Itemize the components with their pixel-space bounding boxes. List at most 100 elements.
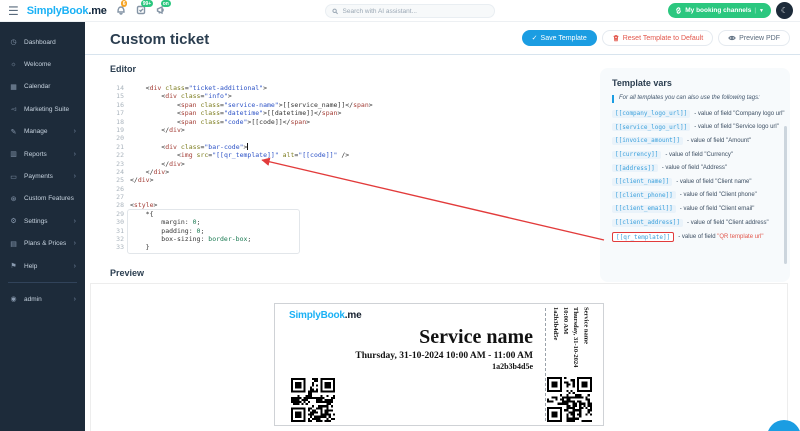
template-var-tag[interactable]: [[client_name]] (612, 177, 673, 186)
template-var-tag[interactable]: [[address]] (612, 164, 658, 173)
sidebar-item-admin[interactable]: ◉admin› (10, 295, 76, 304)
ticket-perforation-line (545, 308, 546, 421)
template-var-tag[interactable]: [[client_address]] (612, 218, 684, 227)
notifications-bell-icon[interactable]: 6 (116, 0, 128, 16)
code-line[interactable]: 24 </div> (110, 168, 590, 176)
reset-template-button[interactable]: Reset Template to Default (601, 30, 714, 46)
code-line[interactable]: 32 box-sizing: border-box; (110, 235, 590, 243)
template-var-tag[interactable]: [[company_logo_url]] (612, 109, 691, 118)
line-number: 30 (116, 218, 124, 227)
sidebar-item-custom-features[interactable]: ⊛Custom Features (10, 195, 74, 203)
code-line[interactable]: 20 (110, 134, 590, 142)
chevron-right-icon: › (73, 128, 76, 136)
template-var-row: [[client_address]]- value of field "Clie… (612, 218, 778, 227)
tasks-icon[interactable]: 99+ (136, 0, 154, 16)
code-line[interactable]: 15 <div class="info"> (110, 92, 590, 100)
search-icon (332, 8, 338, 14)
line-number: 21 (116, 142, 124, 151)
code-line[interactable]: 19 </div> (110, 126, 590, 134)
page-title: Custom ticket (110, 31, 210, 48)
theme-toggle-button[interactable]: ☾ (776, 2, 793, 19)
line-number: 22 (116, 151, 124, 160)
sidebar-item-payments[interactable]: ▭Payments› (10, 173, 76, 181)
chat-widget-button[interactable] (767, 420, 800, 431)
code-line[interactable]: 33 } (110, 243, 590, 251)
line-number: 17 (116, 109, 124, 118)
announcements-megaphone-icon[interactable]: on (156, 0, 171, 16)
template-vars-panel: Template vars For all templates you can … (600, 68, 790, 282)
template-var-row: [[client_name]]- value of field "Client … (612, 177, 778, 186)
line-number: 27 (116, 193, 124, 202)
sidebar-item-help[interactable]: ⚑Help› (10, 262, 76, 271)
code-line[interactable]: 30 margin: 0; (110, 218, 590, 226)
template-var-row: [[invoice_amount]]- value of field "Amou… (612, 136, 778, 145)
code-line[interactable]: 17 <span class="datetime">[[datetime]]</… (110, 109, 590, 117)
sidebar-divider (8, 282, 77, 284)
my-booking-channels-button[interactable]: My booking channels | ▼ (668, 3, 771, 18)
code-line[interactable]: 27 (110, 193, 590, 201)
ticket-datetime: Thursday, 31-10-2024 10:00 AM - 11:00 AM (355, 351, 533, 361)
sidebar-item-dashboard[interactable]: ◷Dashboard (10, 38, 56, 47)
ticket-qr-code (291, 378, 335, 422)
check-icon: ✓ (531, 35, 538, 42)
code-line[interactable]: 22 <img src="[[qr_template]]" alt="[[cod… (110, 151, 590, 159)
sidebar-item-settings[interactable]: ⚙Settings› (10, 217, 76, 226)
trash-icon (613, 35, 619, 42)
code-line[interactable]: 23 </div> (110, 160, 590, 168)
line-number: 18 (116, 117, 124, 126)
line-number: 14 (116, 84, 124, 92)
search-input[interactable] (342, 7, 488, 15)
code-line[interactable]: 16 <span class="service-name">[[service_… (110, 101, 590, 109)
code-line[interactable]: 26 (110, 185, 590, 193)
page-header: Custom ticket ✓ Save Template Reset Temp… (85, 22, 800, 55)
template-var-tag[interactable]: [[invoice_amount]] (612, 136, 684, 145)
marketing-suite-icon: ◅ (10, 106, 17, 114)
code-line[interactable]: 21 <div class="bar-code"> (110, 142, 590, 151)
template-var-description: - value of field "Client name" (676, 178, 752, 185)
template-var-tag[interactable]: [[qr_template]] (612, 232, 675, 243)
sidebar-item-manage[interactable]: ✎Manage› (10, 128, 76, 136)
preview-heading: Preview (110, 268, 145, 278)
link-icon (676, 7, 682, 14)
line-number: 32 (116, 235, 124, 244)
template-var-row: [[address]]- value of field "Address" (612, 164, 778, 173)
template-var-row: [[client_email]]- value of field "Client… (612, 204, 778, 213)
sidebar-item-plans-prices[interactable]: ▤Plans & Prices› (10, 240, 76, 248)
ticket-code: 1a2b3b4d5e (492, 362, 533, 371)
template-vars-scrollbar[interactable] (784, 126, 787, 264)
template-var-description: - value of field "Amount" (687, 137, 751, 144)
reports-icon: ▥ (10, 151, 17, 159)
ticket-stub-qr-code (547, 377, 592, 422)
template-var-description: - value of field "QR template url" (678, 234, 764, 241)
template-var-tag[interactable]: [[client_phone]] (612, 191, 676, 200)
tasks-badge: 99+ (140, 0, 154, 7)
ticket-service-name: Service name (419, 326, 533, 348)
sidebar-item-welcome[interactable]: ☼Welcome (10, 61, 51, 69)
search-bar[interactable] (325, 4, 495, 18)
app-logo[interactable]: SimplyBook.me (26, 4, 107, 17)
save-template-button[interactable]: ✓ Save Template (521, 30, 597, 46)
sidebar-item-marketing-suite[interactable]: ◅Marketing Suite (10, 105, 70, 114)
chevron-right-icon: › (73, 240, 76, 248)
template-var-tag[interactable]: [[currency]] (612, 150, 662, 159)
chevron-down-icon: ▼ (759, 7, 764, 14)
sidebar-item-reports[interactable]: ▥Reports› (10, 150, 76, 159)
code-line[interactable]: 28<style> (110, 201, 590, 209)
code-line[interactable]: 14 <div class="ticket-additional"> (110, 84, 590, 92)
template-var-tag[interactable]: [[service_logo_url]] (612, 123, 691, 132)
sidebar-item-calendar[interactable]: ▦Calendar (10, 83, 51, 91)
manage-icon: ✎ (10, 128, 17, 136)
template-var-tag[interactable]: [[client_email]] (612, 204, 676, 213)
preview-pdf-button[interactable]: Preview PDF (718, 30, 790, 46)
line-number: 16 (116, 100, 124, 109)
code-editor[interactable]: 14 <div class="ticket-additional">15 <di… (110, 84, 590, 252)
hamburger-menu-icon[interactable]: ☰ (8, 3, 19, 18)
line-number: 23 (116, 159, 124, 168)
template-var-row: [[qr_template]]- value of field "QR temp… (612, 232, 778, 243)
template-var-row: [[company_logo_url]]- value of field "Co… (612, 109, 785, 118)
code-line[interactable]: 29 *{ (110, 210, 590, 218)
code-line[interactable]: 31 padding: 0; (110, 227, 590, 235)
custom-features-icon: ⊛ (10, 195, 17, 203)
code-line[interactable]: 25</div> (110, 176, 590, 184)
code-line[interactable]: 18 <span class="code">[[code]]</span> (110, 118, 590, 126)
